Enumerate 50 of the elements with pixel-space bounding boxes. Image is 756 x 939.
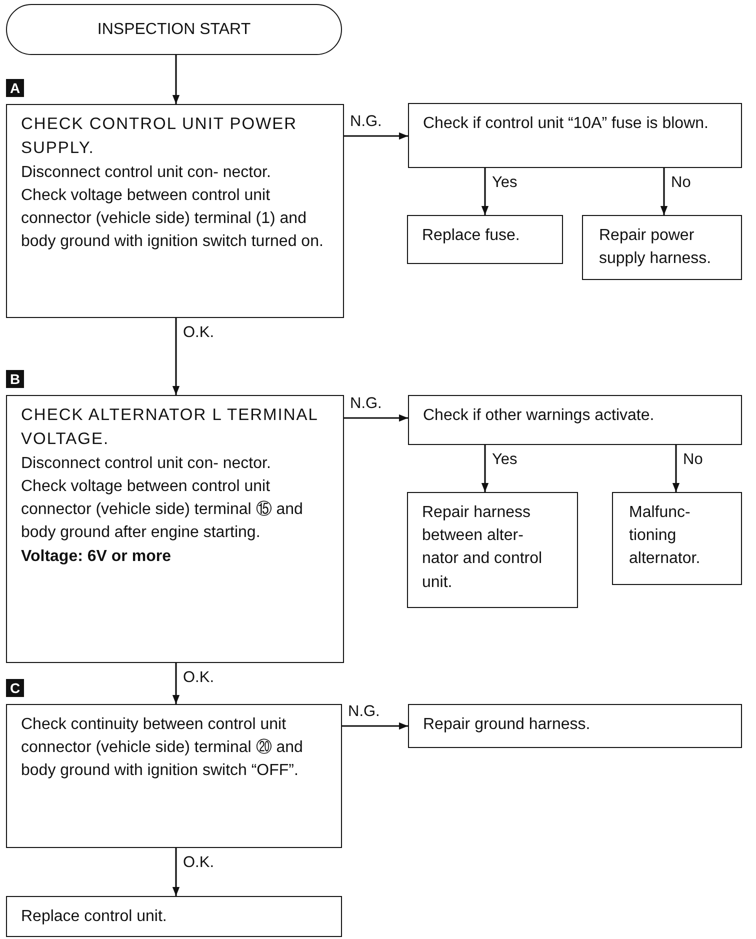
arrow <box>172 663 180 704</box>
step-text: Replace fuse. <box>422 226 521 246</box>
step-text: Repair ground harness. <box>423 715 592 735</box>
process-box <box>612 492 742 585</box>
arrow <box>481 445 489 492</box>
arrow <box>344 132 408 140</box>
edge-label: No <box>683 452 703 468</box>
arrow <box>672 445 680 492</box>
process-box <box>408 395 742 445</box>
arrow <box>344 414 408 422</box>
step-text: Check voltage between control unit connector (vehicle side) terminal (1) and body ground with ignition switch turned on. <box>21 186 324 252</box>
step-text: Check continuity between control unit connector (vehicle side) terminal ⑳ and body ground with ignition switch “OFF”. <box>21 715 304 782</box>
arrow <box>660 168 668 215</box>
process-box <box>582 215 742 280</box>
edge-label: Yes <box>492 452 518 468</box>
edge-label: O.K. <box>183 670 214 686</box>
terminal-box <box>6 4 342 55</box>
arrow <box>172 318 180 395</box>
arrow <box>342 722 408 730</box>
arrow <box>481 168 489 215</box>
step-text: Voltage: 6V or more <box>21 546 172 567</box>
edge-label: O.K. <box>183 325 214 340</box>
process-box <box>6 896 342 937</box>
step-text: Repair harness between alter- nator and control unit. <box>422 503 544 593</box>
edge-label: N.G. <box>350 396 382 412</box>
step-letter: A <box>6 79 24 97</box>
process-box <box>408 103 742 168</box>
step-text: Disconnect control unit con- nector. <box>21 454 272 474</box>
step-heading: CHECK CONTROL UNIT POWER SUPPLY. <box>21 114 298 159</box>
step-letter: C <box>6 679 24 697</box>
step-text: Check if other warnings activate. <box>423 406 656 426</box>
step-text: INSPECTION START <box>97 20 251 40</box>
arrow <box>172 848 180 896</box>
edge-label: N.G. <box>350 114 382 130</box>
step-letter: B <box>6 370 24 388</box>
step-text: Check if control unit “10A” fuse is blown. <box>423 114 710 134</box>
process-box <box>408 704 742 748</box>
edge-label: No <box>671 175 691 190</box>
edge-label: Yes <box>492 175 518 190</box>
step-text: Replace control unit. <box>21 907 168 927</box>
step-heading: CHECK ALTERNATOR L TERMINAL VOLTAGE. <box>21 405 319 450</box>
process-box <box>407 492 578 608</box>
step-text: Repair power supply harness. <box>599 226 712 270</box>
step-text: Disconnect control unit con- nector. <box>21 162 272 183</box>
process-box <box>407 215 563 264</box>
step-text: Check voltage between control unit connector (vehicle side) terminal ⑮ and body ground after engine starting. <box>21 477 304 544</box>
edge-label: N.G. <box>348 704 380 720</box>
edge-label: O.K. <box>183 855 214 870</box>
arrow <box>172 55 180 104</box>
step-text: Malfunc- tioning alternator. <box>629 503 702 570</box>
